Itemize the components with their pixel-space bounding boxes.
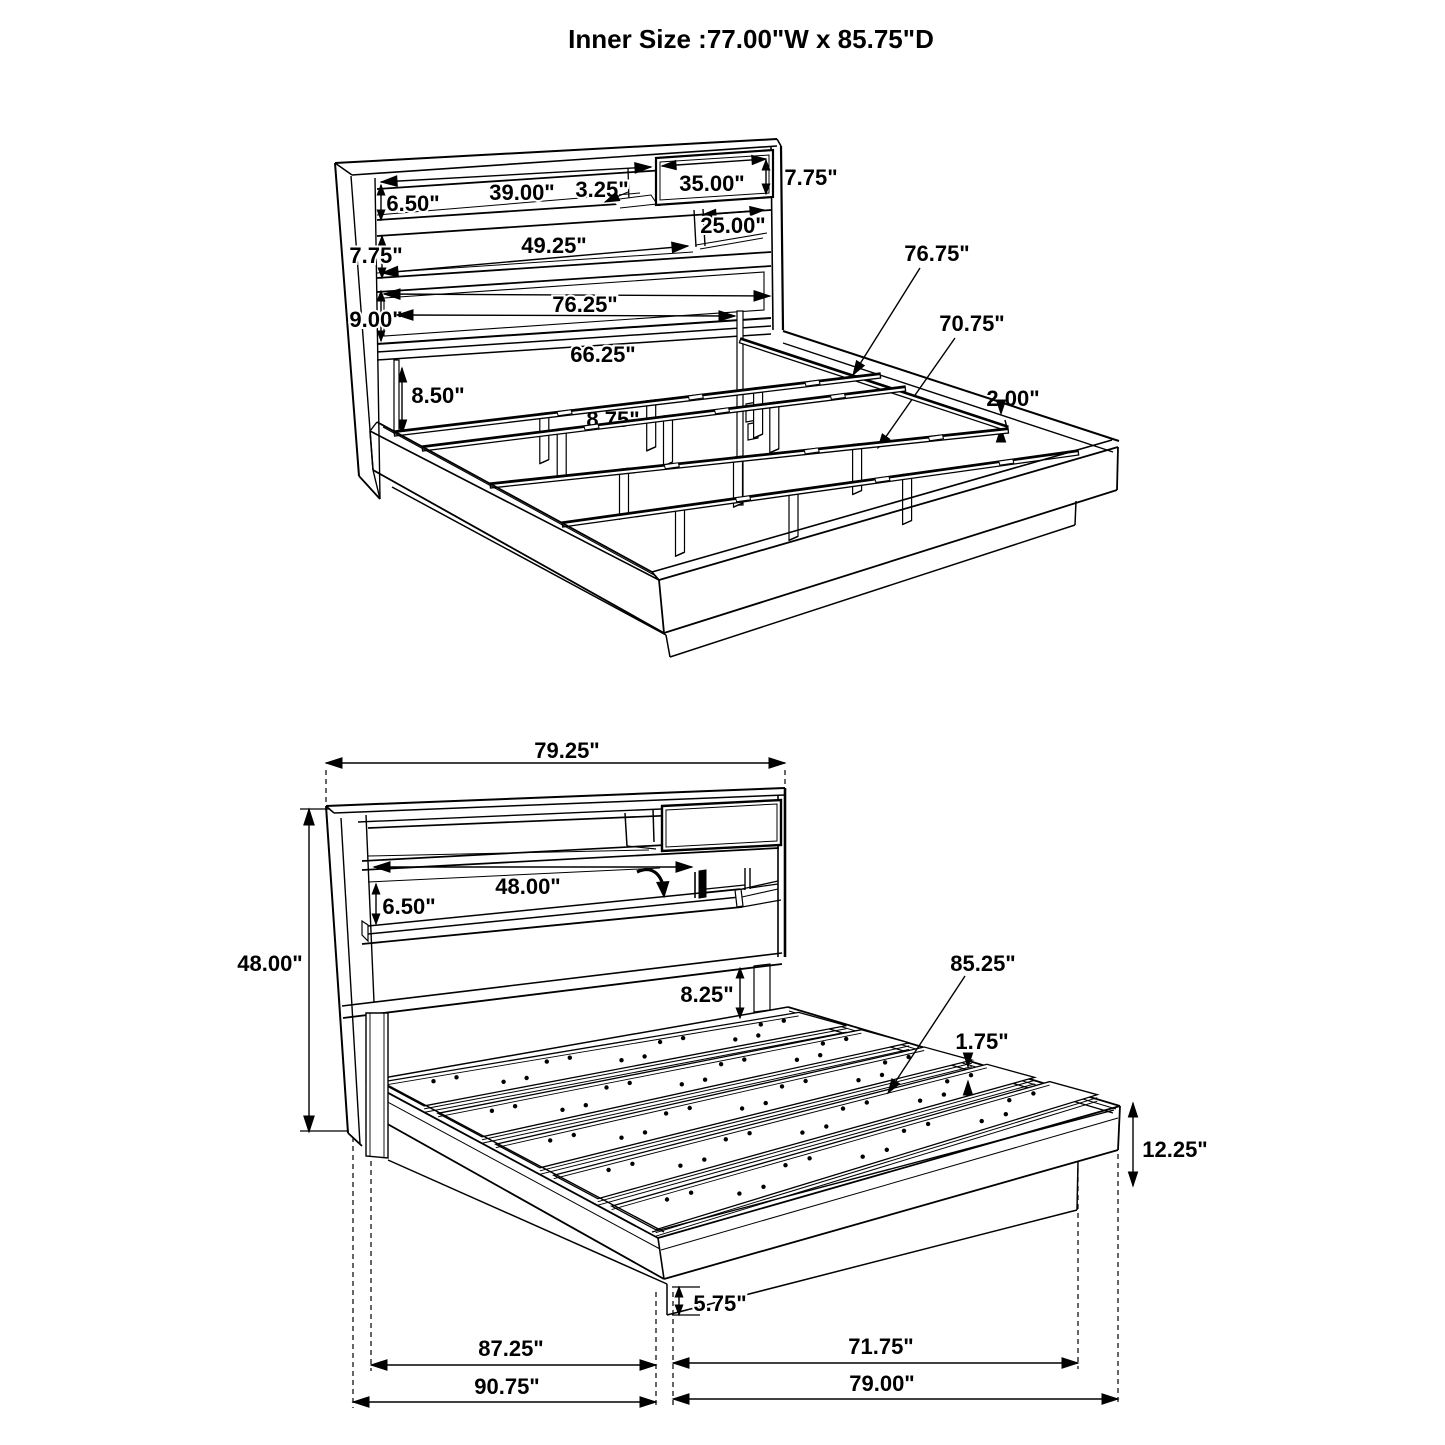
- svg-text:66.25": 66.25": [570, 342, 635, 367]
- svg-text:76.75": 76.75": [904, 241, 969, 266]
- svg-text:39.00": 39.00": [489, 180, 554, 205]
- svg-text:90.75": 90.75": [474, 1374, 539, 1399]
- svg-text:79.25": 79.25": [534, 738, 599, 763]
- svg-text:79.00": 79.00": [849, 1371, 914, 1396]
- svg-text:1.75": 1.75": [955, 1029, 1008, 1054]
- svg-text:48.00": 48.00": [495, 874, 560, 899]
- svg-text:6.50": 6.50": [382, 894, 435, 919]
- svg-text:49.25": 49.25": [521, 233, 586, 258]
- svg-text:8.50": 8.50": [411, 383, 464, 408]
- svg-text:70.75": 70.75": [939, 311, 1004, 336]
- svg-text:7.75": 7.75": [784, 165, 837, 190]
- svg-text:8.25": 8.25": [680, 982, 733, 1007]
- svg-text:85.25": 85.25": [950, 951, 1015, 976]
- svg-text:Inner Size :77.00"W x 85.75"D: Inner Size :77.00"W x 85.75"D: [568, 24, 934, 54]
- svg-text:25.00": 25.00": [700, 213, 765, 238]
- svg-text:48.00": 48.00": [237, 951, 302, 976]
- svg-text:6.50": 6.50": [386, 191, 439, 216]
- svg-text:5.75": 5.75": [693, 1291, 746, 1316]
- svg-text:76.25": 76.25": [552, 292, 617, 317]
- svg-text:7.75": 7.75": [349, 243, 402, 268]
- svg-text:35.00": 35.00": [679, 171, 744, 196]
- svg-text:3.25": 3.25": [575, 177, 628, 202]
- svg-text:87.25": 87.25": [478, 1336, 543, 1361]
- svg-text:2.00": 2.00": [986, 386, 1039, 411]
- svg-text:71.75": 71.75": [848, 1334, 913, 1359]
- svg-text:12.25": 12.25": [1142, 1137, 1207, 1162]
- svg-text:9.00": 9.00": [349, 307, 402, 332]
